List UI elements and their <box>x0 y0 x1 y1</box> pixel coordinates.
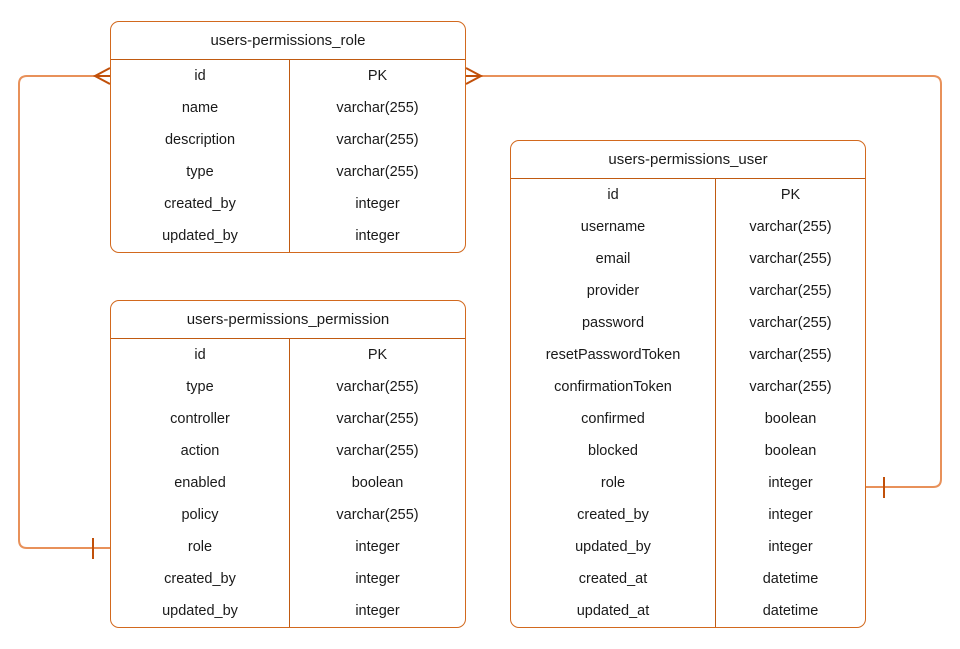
er-table-users-permissions_role[interactable]: users-permissions_role id PK name varcha… <box>110 21 466 253</box>
table-row[interactable]: username varchar(255) <box>511 211 865 243</box>
field-name: updated_by <box>111 220 290 252</box>
table-row[interactable]: updated_by integer <box>111 220 465 252</box>
field-name: policy <box>111 499 290 531</box>
table-row[interactable]: provider varchar(255) <box>511 275 865 307</box>
field-type: varchar(255) <box>749 379 832 395</box>
field-type: varchar(255) <box>336 443 419 459</box>
field-name: email <box>511 243 716 275</box>
field-name: id <box>111 339 290 371</box>
table-row[interactable]: description varchar(255) <box>111 124 465 156</box>
field-name: action <box>111 435 290 467</box>
table-row[interactable]: updated_by integer <box>511 531 865 563</box>
field-type: varchar(255) <box>336 132 419 148</box>
relationship-permission-role <box>18 67 111 559</box>
field-name: updated_by <box>511 531 716 563</box>
field-name: type <box>111 371 290 403</box>
table-row[interactable]: updated_by integer <box>111 595 465 627</box>
field-name: confirmationToken <box>511 371 716 403</box>
field-type: varchar(255) <box>336 411 419 427</box>
field-type: boolean <box>764 411 817 427</box>
field-type: integer <box>355 228 400 244</box>
table-row[interactable]: type varchar(255) <box>111 371 465 403</box>
field-type: integer <box>768 539 813 555</box>
field-type: integer <box>355 196 400 212</box>
field-type: boolean <box>764 443 817 459</box>
field-name: name <box>111 92 290 124</box>
table-row[interactable]: updated_at datetime <box>511 595 865 627</box>
field-type: varchar(255) <box>749 315 832 331</box>
table-row[interactable]: id PK <box>511 179 865 211</box>
field-name: resetPasswordToken <box>511 339 716 371</box>
table-row[interactable]: confirmationToken varchar(255) <box>511 371 865 403</box>
field-type: varchar(255) <box>749 347 832 363</box>
field-name: provider <box>511 275 716 307</box>
table-row[interactable]: created_by integer <box>511 499 865 531</box>
table-row[interactable]: created_at datetime <box>511 563 865 595</box>
field-type: integer <box>355 539 400 555</box>
table-row[interactable]: role integer <box>111 531 465 563</box>
crowsfoot-many-role-left <box>92 67 111 85</box>
table-row[interactable]: id PK <box>111 60 465 92</box>
er-table-rows: id PK name varchar(255) description varc… <box>111 60 465 252</box>
field-name: confirmed <box>511 403 716 435</box>
field-name: username <box>511 211 716 243</box>
field-type: varchar(255) <box>336 164 419 180</box>
table-row[interactable]: blocked boolean <box>511 435 865 467</box>
field-type: boolean <box>351 475 404 491</box>
table-row[interactable]: confirmed boolean <box>511 403 865 435</box>
er-table-title: users-permissions_user <box>511 141 865 179</box>
table-row[interactable]: created_by integer <box>111 563 465 595</box>
table-row[interactable]: policy varchar(255) <box>111 499 465 531</box>
field-type: varchar(255) <box>336 507 419 523</box>
field-name: blocked <box>511 435 716 467</box>
table-row[interactable]: controller varchar(255) <box>111 403 465 435</box>
er-table-users-permissions_permission[interactable]: users-permissions_permission id PK type … <box>110 300 466 628</box>
field-name: created_by <box>511 499 716 531</box>
field-type: integer <box>768 475 813 491</box>
table-row[interactable]: name varchar(255) <box>111 92 465 124</box>
table-row[interactable]: type varchar(255) <box>111 156 465 188</box>
field-type: integer <box>355 571 400 587</box>
er-table-title: users-permissions_role <box>111 22 465 60</box>
field-type: varchar(255) <box>749 219 832 235</box>
table-row[interactable]: role integer <box>511 467 865 499</box>
field-name: updated_at <box>511 595 716 627</box>
field-name: controller <box>111 403 290 435</box>
field-name: created_by <box>111 188 290 220</box>
field-type: PK <box>780 187 801 203</box>
field-type: varchar(255) <box>749 283 832 299</box>
er-table-users-permissions_user[interactable]: users-permissions_user id PK username va… <box>510 140 866 628</box>
field-type: datetime <box>762 603 819 619</box>
field-name: type <box>111 156 290 188</box>
er-table-rows: id PK username varchar(255) email varcha… <box>511 179 865 627</box>
field-name: role <box>111 531 290 563</box>
field-type: varchar(255) <box>336 100 419 116</box>
field-type: varchar(255) <box>749 251 832 267</box>
table-row[interactable]: id PK <box>111 339 465 371</box>
field-type: PK <box>367 347 388 363</box>
table-row[interactable]: action varchar(255) <box>111 435 465 467</box>
field-type: varchar(255) <box>336 379 419 395</box>
field-name: enabled <box>111 467 290 499</box>
field-name: id <box>111 60 290 92</box>
field-type: datetime <box>762 571 819 587</box>
table-row[interactable]: resetPasswordToken varchar(255) <box>511 339 865 371</box>
er-table-title: users-permissions_permission <box>111 301 465 339</box>
field-type: integer <box>768 507 813 523</box>
table-row[interactable]: email varchar(255) <box>511 243 865 275</box>
table-row[interactable]: created_by integer <box>111 188 465 220</box>
er-table-rows: id PK type varchar(255) controller varch… <box>111 339 465 627</box>
field-name: role <box>511 467 716 499</box>
field-name: description <box>111 124 290 156</box>
field-name: password <box>511 307 716 339</box>
table-row[interactable]: password varchar(255) <box>511 307 865 339</box>
field-name: created_by <box>111 563 290 595</box>
table-row[interactable]: enabled boolean <box>111 467 465 499</box>
field-name: id <box>511 179 716 211</box>
field-type: PK <box>367 68 388 84</box>
field-name: created_at <box>511 563 716 595</box>
crowsfoot-many-role-right <box>465 67 484 85</box>
field-name: updated_by <box>111 595 290 627</box>
field-type: integer <box>355 603 400 619</box>
